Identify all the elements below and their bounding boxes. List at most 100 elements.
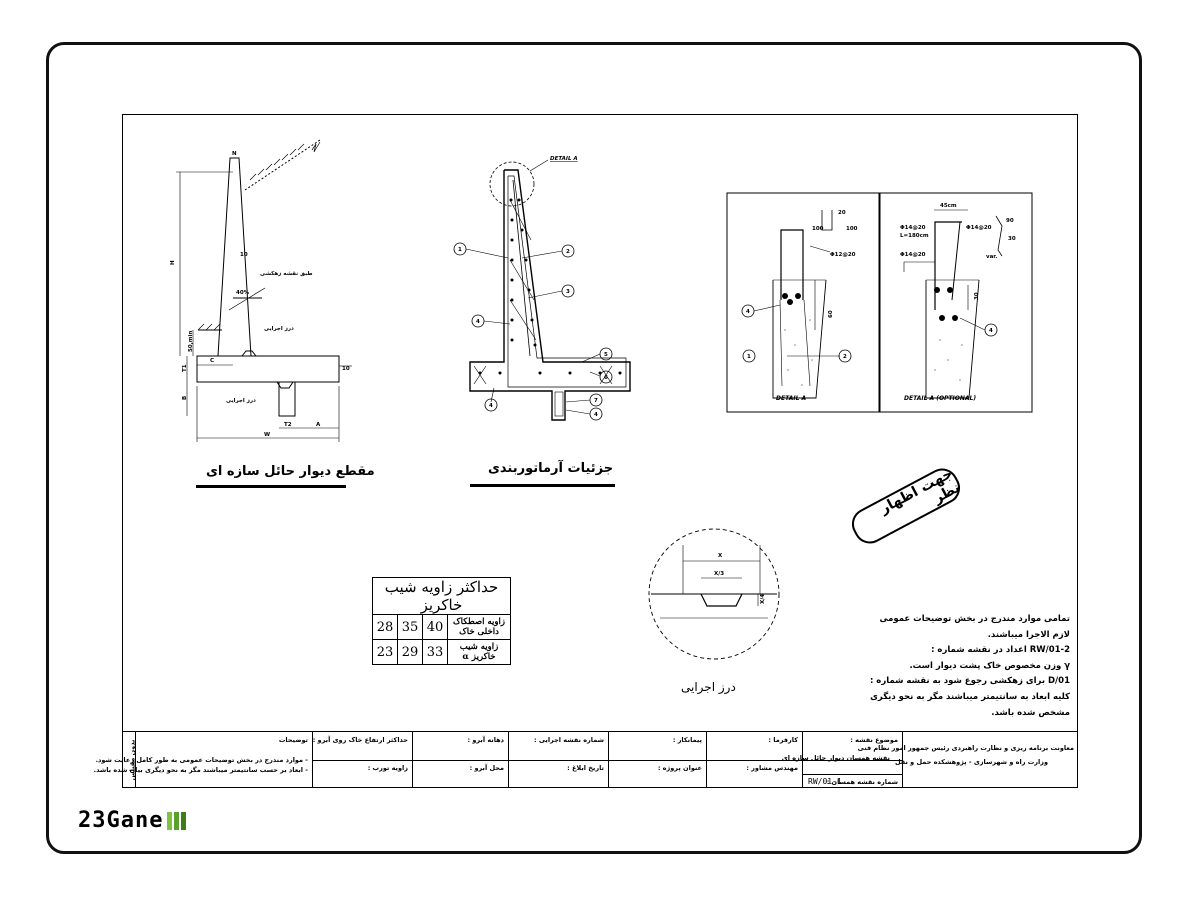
- note-line: D/01 برای زهکشی رجوع شود به نقشه شماره :: [869, 676, 1070, 687]
- description-head: توضیحات: [278, 736, 308, 744]
- detail-a-d60: 60: [828, 310, 834, 318]
- marker-2: 2: [566, 249, 570, 255]
- slope-cell: 33: [422, 639, 448, 665]
- description-line-2: - ابعاد بر حسب سانتیمتر میباشند مگر به ن…: [93, 766, 308, 774]
- marker-6: 6: [604, 375, 608, 381]
- section-view-drawing: [176, 139, 352, 442]
- detail-a-opt-bar1: Φ14@20: [900, 225, 926, 231]
- detail-a-opt-var: var.: [986, 254, 997, 260]
- rebar-dots: [478, 198, 622, 375]
- logo-bar: [174, 811, 180, 830]
- marker-4: 4: [476, 319, 480, 325]
- label-b: B: [182, 396, 188, 400]
- logo-text: 23Gane: [78, 808, 164, 833]
- label-ten: 10: [342, 366, 350, 372]
- label-joint-2: درز اجرایی: [226, 398, 256, 404]
- label-drainage-layer: طبق نقشه زهکشی: [260, 270, 313, 277]
- org-line-2: وزارت راه و شهرسازی - پژوهشکده حمل و نقل: [894, 758, 1048, 766]
- subject-value: نقشه همسان دیوار حائل سازه ای: [781, 754, 890, 762]
- bars-logo-icon: [165, 811, 187, 830]
- note-line: مشخص شده باشد.: [991, 707, 1070, 718]
- detail-a-opt-len: L=180cm: [900, 233, 929, 239]
- detail-a-marker-4: 4: [746, 309, 750, 315]
- detail-a-opt-d90: 90: [1006, 218, 1014, 224]
- detail-a-opt-bar3: Φ14@20: [900, 252, 926, 258]
- slope-table: حداکثر زاویه شیب خاکریز 28 35 40 زاویه ا…: [372, 577, 511, 665]
- exec-no-label: شماره نقشه اجرایی :: [533, 736, 604, 744]
- marker-5: 5: [604, 352, 608, 358]
- slope-table-header: حداکثر زاویه شیب خاکریز: [372, 577, 511, 615]
- concrete-speckle: [784, 319, 963, 386]
- employer-label: کارفرما :: [768, 736, 798, 744]
- detail-a-bars: [782, 287, 958, 321]
- sheet-no-label: شماره نقشه همسان :: [826, 778, 898, 786]
- label-t2: T2: [284, 422, 292, 428]
- slope-cell: 40: [422, 614, 448, 640]
- joint-dim-x4: X/4: [760, 594, 766, 604]
- sheet-no-value: RW/01-1: [808, 777, 842, 786]
- rebar-view-underline: [470, 484, 615, 487]
- label-slope-10: 10: [240, 252, 248, 258]
- detail-a-d100b: 100: [846, 226, 858, 232]
- marker-circles: [453, 242, 998, 421]
- label-t1: T1: [182, 364, 188, 372]
- description-line-1: - موارد مندرج در بخش توضیحات عمومی به طو…: [95, 756, 308, 764]
- slope-cell: 28: [372, 614, 398, 640]
- detail-a-d100a: 100: [812, 226, 824, 232]
- rebar-view-drawing: [465, 159, 631, 421]
- label-c: C: [210, 358, 214, 364]
- table-row: 23 29 33 زاویه شیب خاکریز α: [372, 639, 511, 665]
- brand-logo: 23Gane: [78, 808, 187, 833]
- slope-row-label: زاویه اصطکاک داخلی خاک: [447, 614, 511, 640]
- detail-a-opt-d30: 30: [974, 292, 980, 300]
- detail-a-opt-d30b: 30: [1008, 236, 1016, 242]
- skew-label: زاویه تورب :: [367, 764, 408, 772]
- label-h: H: [170, 260, 176, 265]
- detail-a-d20: 20: [838, 210, 846, 216]
- rebar-view-title: جزئیات آرماتوربندی: [488, 461, 614, 476]
- detail-a-caption: DETAIL A: [776, 395, 806, 402]
- outer-frame: [46, 42, 1142, 854]
- detail-a-opt-marker-4: 4: [989, 328, 993, 334]
- note-line: کلیه ابعاد به سانتیمتر میباشند مگر به نح…: [870, 691, 1070, 702]
- marker-7: 7: [594, 398, 598, 404]
- project-label: عنوان پروژه :: [657, 764, 702, 772]
- joint-dim-x3: X/3: [714, 571, 724, 577]
- detail-a-marker-2: 2: [843, 354, 847, 360]
- contractor-label: پیمانکار :: [672, 736, 702, 744]
- label-joint-1: درز اجرایی: [264, 326, 294, 332]
- note-line: تمامی موارد مندرج در بخش توضیحات عمومی: [879, 614, 1070, 624]
- detail-ref-label: DETAIL A: [550, 156, 578, 162]
- marker-4b: 4: [594, 412, 598, 418]
- general-notes: تمامی موارد مندرج در بخش توضیحات عمومی ل…: [858, 612, 1070, 721]
- label-slope-40: 40%: [236, 290, 250, 296]
- logo-bar: [167, 811, 173, 830]
- note-line: RW/01-2 اعداد در نقشه شماره :: [931, 645, 1070, 656]
- detail-a-bar: Φ12@20: [830, 252, 856, 258]
- detail-a-opt-w45: 45cm: [940, 203, 957, 209]
- slope-cell: 35: [397, 614, 423, 640]
- marker-4c: 4: [489, 403, 493, 409]
- label-n: N: [232, 151, 237, 157]
- marker-3: 3: [566, 289, 570, 295]
- label-min50: 50,min: [188, 331, 194, 352]
- drawing-sheet: [122, 114, 1078, 788]
- section-view-underline: [196, 485, 346, 488]
- detail-a-marker-1: 1: [747, 354, 751, 360]
- subject-head: موضوع نقشه :: [850, 736, 898, 744]
- location-label: محل آبرو :: [469, 764, 504, 772]
- slope-row-label: زاویه شیب خاکریز α: [447, 639, 511, 665]
- detail-a-opt-bar2: Φ14@20: [966, 225, 992, 231]
- slope-cell: 29: [397, 639, 423, 665]
- notif-date-label: تاریخ ابلاغ :: [567, 764, 604, 772]
- note-line: γ وزن مخصوص خاک پشت دیوار است.: [909, 660, 1070, 671]
- section-view-title: مقطع دیوار حائل سازه ای: [206, 464, 375, 479]
- logo-bar: [181, 811, 187, 830]
- marker-1: 1: [458, 247, 462, 253]
- slope-cell: 23: [372, 639, 398, 665]
- detail-a-opt-caption: DETAIL A (OPTIONAL): [904, 395, 976, 402]
- label-a: A: [316, 422, 321, 428]
- title-block: بدون مقیاس توضیحات - موارد مندرج در بخش …: [94, 731, 1078, 788]
- table-row: 28 35 40 زاویه اصطکاک داخلی خاک: [372, 614, 511, 640]
